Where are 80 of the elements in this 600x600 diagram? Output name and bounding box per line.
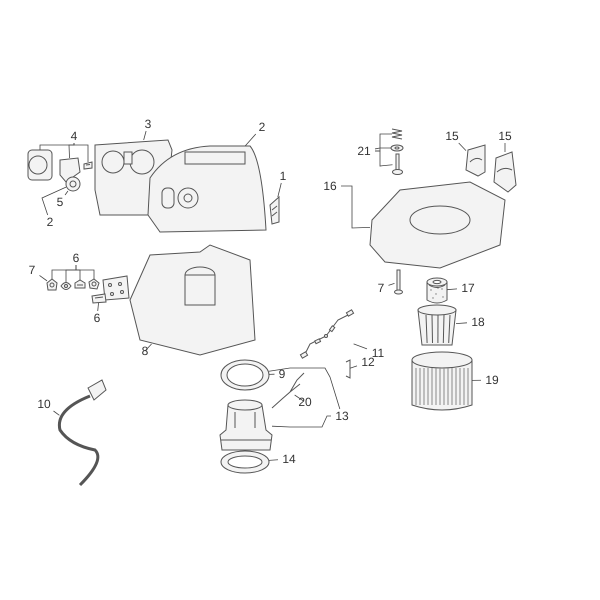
leader-line (458, 142, 466, 151)
callout-number: 2 (42, 215, 58, 229)
filter-cage-drawing (417, 304, 457, 346)
knob-drawing (66, 176, 80, 192)
screw-drawing (394, 270, 403, 294)
callout-number: 16 (319, 179, 341, 193)
leader-line (294, 394, 304, 402)
callout-number: 3 (140, 117, 156, 131)
callout-number: 8 (138, 344, 152, 358)
callout-number: 15 (441, 129, 463, 143)
ring-drawing (46, 278, 58, 290)
leader-line (472, 380, 482, 381)
leader-line (74, 142, 88, 162)
leader-line (374, 148, 392, 150)
small-plate-drawing (91, 293, 107, 304)
foam-filter-drawing (426, 278, 448, 304)
callout-number: 15 (494, 129, 516, 143)
base-plate-drawing (369, 181, 506, 269)
power-cord-drawing (58, 379, 107, 486)
socket-drawing (28, 150, 52, 180)
bracket-drawing (493, 151, 517, 193)
hook-drawing (346, 359, 350, 379)
callout-number: 18 (467, 315, 489, 329)
ring-drawing (88, 278, 100, 290)
callout-number: 10 (33, 397, 55, 411)
leader-line (53, 410, 60, 416)
bolt-drawing (392, 154, 403, 175)
leader-line (353, 344, 368, 350)
callout-number: 7 (374, 281, 388, 295)
base-housing-drawing (129, 244, 256, 356)
top-housing-drawing (148, 146, 266, 232)
callout-number: 21 (353, 144, 375, 158)
callout-number: 1 (276, 169, 290, 183)
motor-drawing (219, 400, 273, 450)
callout-number: 6 (68, 251, 84, 265)
wire-drawing (300, 309, 354, 359)
washer-drawing (390, 144, 404, 152)
leader-line (144, 344, 152, 352)
callout-number: 17 (457, 281, 479, 295)
leader-line (350, 365, 358, 369)
leader-line (504, 142, 506, 152)
leader-line (143, 130, 146, 140)
leader-line (97, 302, 99, 312)
ring-drawing (60, 282, 72, 290)
leader-line (244, 134, 256, 146)
leader-line (76, 264, 94, 280)
leader-line (64, 190, 68, 196)
callout-number: 13 (331, 409, 353, 423)
spring-drawing (392, 128, 402, 140)
leader-line (340, 186, 370, 228)
leader-line (39, 275, 48, 282)
motor-ring-drawing (220, 450, 270, 474)
leader-line (456, 322, 468, 324)
tab-drawing (84, 161, 92, 170)
gasket-drawing (220, 360, 270, 390)
leader-line (446, 288, 458, 290)
leader-line (277, 182, 282, 198)
callout-number: 5 (52, 195, 68, 209)
leader-line (42, 186, 66, 216)
leader-line (268, 374, 275, 375)
leader-line (68, 142, 74, 158)
leader-line (272, 416, 332, 428)
leader-line (388, 282, 395, 286)
bracket-drawing (465, 144, 486, 177)
callout-number: 6 (90, 311, 104, 325)
clip-drawing (269, 196, 280, 225)
callout-number: 4 (66, 129, 82, 143)
terminal-plate-drawing (102, 275, 130, 301)
switch-drawing (60, 157, 81, 183)
callout-number: 9 (274, 367, 290, 381)
callout-number: 7 (24, 263, 40, 277)
ring-drawing (74, 279, 86, 288)
callout-number: 20 (294, 395, 316, 409)
leader-line (268, 368, 340, 410)
cartridge-filter-drawing (412, 352, 472, 410)
callout-number: 19 (481, 373, 503, 387)
callout-number: 2 (254, 120, 270, 134)
leader-line (268, 459, 278, 461)
leader-line (374, 150, 393, 166)
callout-number: 14 (278, 452, 300, 466)
